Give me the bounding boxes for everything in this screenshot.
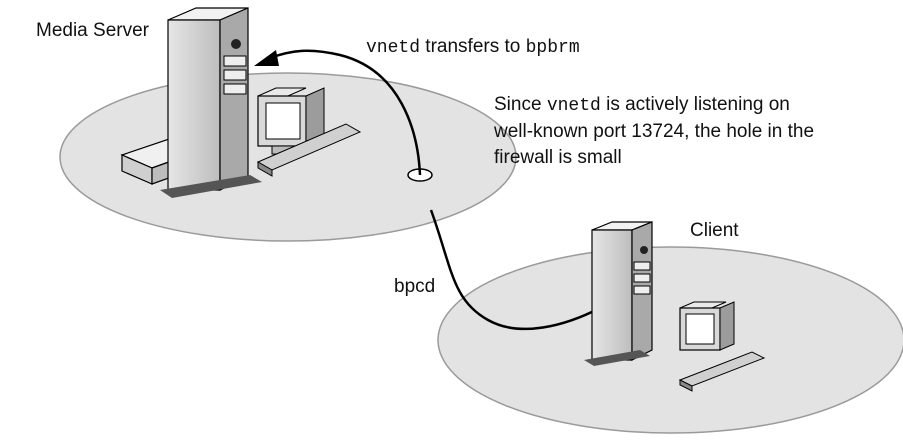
client-platform [437, 246, 903, 434]
note-line-1: Since vnetd is actively listening on [494, 92, 814, 119]
bpbrm-code: bpbrm [525, 38, 580, 58]
bpcd-connection-line [429, 209, 601, 331]
note-vnetd-code: vnetd [546, 96, 601, 116]
vnetd-transfer-arrow [269, 49, 422, 176]
media-server-label: Media Server [36, 20, 149, 41]
note-line-1-pre: Since [494, 94, 547, 115]
transfer-text: transfers to [420, 36, 526, 57]
media-server-icon [120, 7, 362, 198]
note-line-1-post: is actively listening on [600, 94, 790, 115]
client-icon [584, 221, 766, 392]
bpcd-label: bpcd [394, 276, 436, 297]
firewall-note: Since vnetd is actively listening on wel… [494, 92, 814, 171]
arrowhead-icon [254, 50, 279, 66]
vnetd-code: vnetd [366, 38, 421, 58]
transfer-label: vnetd transfers to bpbrm [366, 34, 580, 61]
client-label: Client [690, 220, 739, 241]
note-line-3: firewall is small [494, 147, 622, 168]
note-line-2: well-known port 13724, the hole in the [494, 121, 815, 142]
